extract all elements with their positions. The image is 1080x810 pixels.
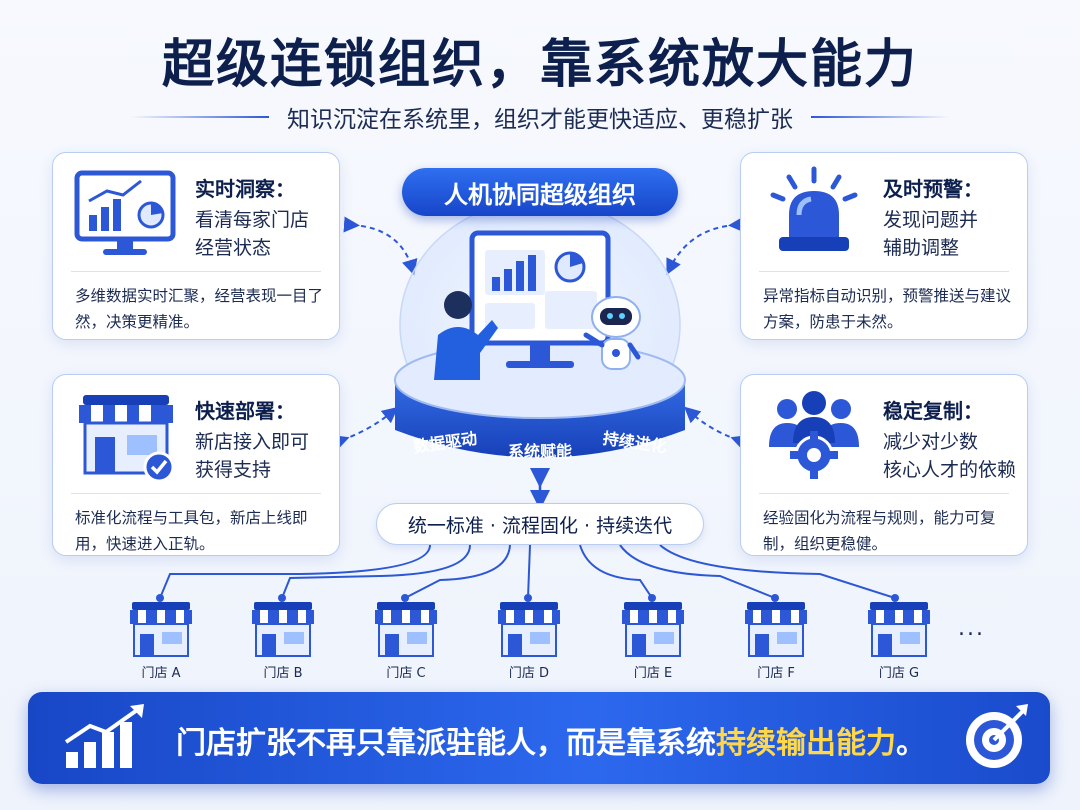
bottom-banner: 门店扩张不再只靠派驻能人，而是靠系统持续输出能力。 [28, 692, 1050, 784]
platform-label-2: 系统赋能 [508, 442, 572, 461]
store-icon [498, 602, 560, 657]
card-replicate-desc: 经验固化为流程与规则，能力可复制，组织更稳健。 [763, 509, 996, 553]
card-divider [71, 271, 321, 272]
card-replicate-line2: 核心人才的依赖 [883, 459, 1017, 481]
banner-text-end: 。 [896, 726, 926, 761]
card-deploy-line2: 获得支持 [195, 459, 272, 481]
store-icon [130, 602, 192, 657]
card-insight-line2: 经营状态 [195, 237, 272, 259]
card-alert-line1: 发现问题并 [883, 209, 979, 231]
card-alert-title: 及时预警： [883, 177, 983, 201]
store-icon [622, 602, 684, 657]
store-icon [745, 602, 807, 657]
store-label: 门店 C [386, 666, 426, 681]
card-deploy-line1: 新店接入即可 [195, 431, 310, 453]
card-divider [759, 271, 1009, 272]
store-tree [159, 544, 896, 599]
card-insight: 实时洞察： 看清每家门店 经营状态 多维数据实时汇聚，经营表现一目了然，决策更精… [52, 152, 340, 340]
store-label: 门店 A [141, 666, 181, 681]
card-replicate-line1: 减少对少数 [883, 431, 979, 453]
connector-alert [666, 216, 745, 276]
store-icon [375, 602, 437, 657]
hub-illustration: 数据驱动 系统赋能 持续进化 [394, 199, 686, 461]
hub-title: 人机协同超级组织 [402, 168, 678, 216]
store-label: 门店 E [633, 666, 673, 681]
alarm-siren-icon [770, 166, 858, 251]
subtitle-right-line [811, 116, 950, 118]
standard-pill: 统一标准 · 流程固化 · 持续迭代 [376, 503, 704, 545]
store-label: 门店 G [878, 666, 920, 681]
page-title: 超级连锁组织，靠系统放大能力 [161, 35, 918, 95]
card-divider [71, 493, 321, 494]
target-icon [966, 704, 1028, 768]
card-insight-title: 实时洞察： [195, 177, 295, 201]
connector-replicate [684, 406, 749, 451]
store-label: 门店 D [508, 666, 550, 681]
store-label: 门店 F [757, 666, 795, 681]
store-label: 门店 B [263, 666, 303, 681]
store-check-icon [79, 395, 175, 483]
card-deploy-desc: 标准化流程与工具包，新店上线即用，快速进入正轨。 [75, 509, 308, 553]
monitor-chart-icon [74, 170, 176, 255]
store-icon [868, 602, 930, 657]
card-insight-line1: 看清每家门店 [195, 209, 310, 231]
stores-more: ... [958, 616, 985, 641]
card-replicate: 稳定复制： 减少对少数 核心人才的依赖 经验固化为流程与规则，能力可复制，组织更… [740, 374, 1028, 556]
card-deploy-title: 快速部署： [195, 399, 295, 423]
store-icon [252, 602, 314, 657]
page-subtitle: 知识沉淀在系统里，组织才能更快适应、更稳扩张 [287, 107, 793, 133]
person-icon [434, 291, 498, 380]
card-replicate-title: 稳定复制： [883, 399, 983, 423]
connector-insight [343, 216, 418, 276]
card-deploy: 快速部署： 新店接入即可 获得支持 标准化流程与工具包，新店上线即用，快速进入正… [52, 374, 340, 556]
team-gear-icon [769, 391, 859, 479]
connector-deploy [331, 406, 399, 451]
card-alert: 及时预警： 发现问题并 辅助调整 异常指标自动识别，预警推送与建议方案，防患于未… [740, 152, 1028, 340]
card-insight-desc: 多维数据实时汇聚，经营表现一目了然，决策更精准。 [75, 287, 324, 331]
card-divider [759, 493, 1009, 494]
subtitle-row: 知识沉淀在系统里，组织才能更快适应、更稳扩张 [130, 100, 950, 134]
banner-text: 门店扩张不再只靠派驻能人，而是靠系统持续输出能力。 [176, 718, 926, 762]
banner-text-main: 门店扩张不再只靠派驻能人，而是靠系统 [176, 726, 716, 761]
growth-chart-icon [64, 704, 144, 768]
robot-icon [583, 296, 641, 370]
banner-text-highlight: 持续输出能力 [716, 726, 896, 761]
card-alert-line2: 辅助调整 [883, 237, 960, 259]
card-alert-desc: 异常指标自动识别，预警推送与建议方案，防患于未然。 [763, 287, 1012, 331]
subtitle-left-line [130, 116, 269, 118]
